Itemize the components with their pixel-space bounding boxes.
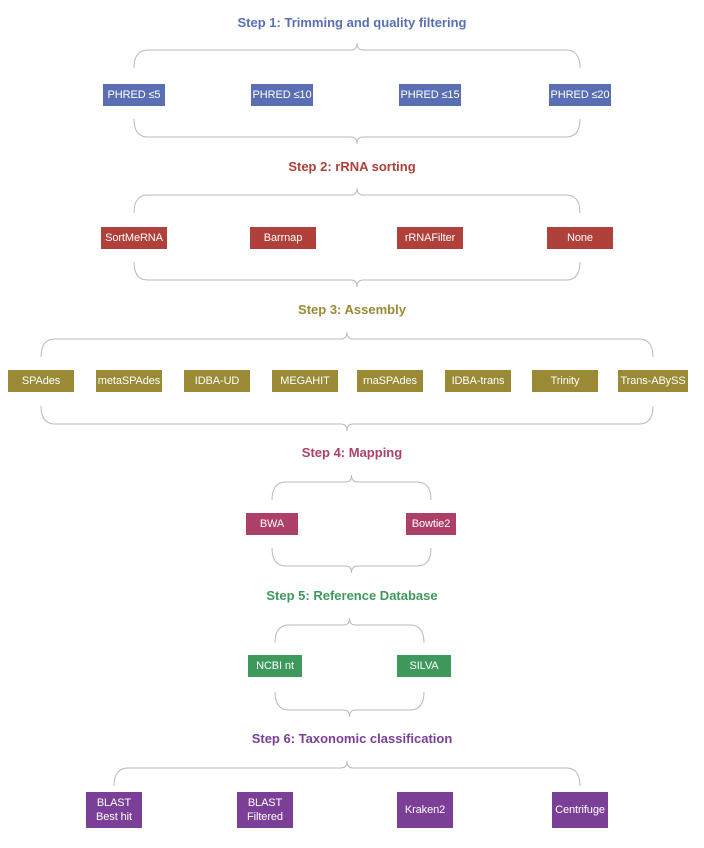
step-3-option-6: IDBA-trans xyxy=(445,370,511,392)
option-label-line: BLAST xyxy=(247,797,283,809)
step-3-option-8: Trans-ABySS xyxy=(618,370,688,392)
step-3-option-4: MEGAHIT xyxy=(272,370,338,392)
option-label-line: Filtered xyxy=(247,811,283,823)
option-label-line: BLAST xyxy=(96,797,132,809)
step-6-option-4: Centrifuge xyxy=(552,792,608,828)
step-5-option-1: NCBI nt xyxy=(248,655,302,677)
step-5-title: Step 5: Reference Database xyxy=(266,588,438,603)
step-1-bottom-brace xyxy=(133,118,581,145)
step-2-top-brace xyxy=(133,187,581,214)
step-6-option-2: BLAST Filtered xyxy=(237,792,293,828)
step-5-bottom-brace xyxy=(274,691,425,718)
step-2-option-4: None xyxy=(547,227,613,249)
step-4-option-1: BWA xyxy=(246,513,298,535)
step-5-option-2: SILVA xyxy=(397,655,451,677)
step-3-option-7: Trinity xyxy=(532,370,598,392)
step-1-option-3: PHRED ≤15 xyxy=(399,84,461,106)
step-3-option-3: IDBA-UD xyxy=(184,370,250,392)
step-1-title: Step 1: Trimming and quality filtering xyxy=(237,15,467,30)
step-3-option-5: rnaSPAdes xyxy=(357,370,423,392)
step-3-option-1: SPAdes xyxy=(8,370,74,392)
step-6-option-1: BLAST Best hit xyxy=(86,792,142,828)
step-1-option-2: PHRED ≤10 xyxy=(251,84,313,106)
step-2-option-2: Barrnap xyxy=(250,227,316,249)
step-3-bottom-brace xyxy=(40,405,654,432)
step-2-option-3: rRNAFilter xyxy=(397,227,463,249)
step-6-top-brace xyxy=(113,760,581,787)
step-6-option-3: Kraken2 xyxy=(397,792,453,828)
option-label-line: Best hit xyxy=(96,811,132,823)
step-1-top-brace xyxy=(133,42,581,69)
step-2-option-1: SortMeRNA xyxy=(101,227,167,249)
step-3-top-brace xyxy=(40,331,654,358)
step-5-top-brace xyxy=(274,617,425,644)
step-6-title: Step 6: Taxonomic classification xyxy=(251,731,453,746)
step-2-bottom-brace xyxy=(133,261,581,288)
step-3-option-2: metaSPAdes xyxy=(96,370,162,392)
step-3-title: Step 3: Assembly xyxy=(298,302,406,317)
step-4-bottom-brace xyxy=(271,547,432,574)
step-4-top-brace xyxy=(271,474,432,501)
step-1-option-4: PHRED ≤20 xyxy=(549,84,611,106)
step-2-title: Step 2: rRNA sorting xyxy=(288,159,416,174)
step-1-option-1: PHRED ≤5 xyxy=(103,84,165,106)
step-4-title: Step 4: Mapping xyxy=(301,445,403,460)
step-4-option-2: Bowtie2 xyxy=(406,513,456,535)
